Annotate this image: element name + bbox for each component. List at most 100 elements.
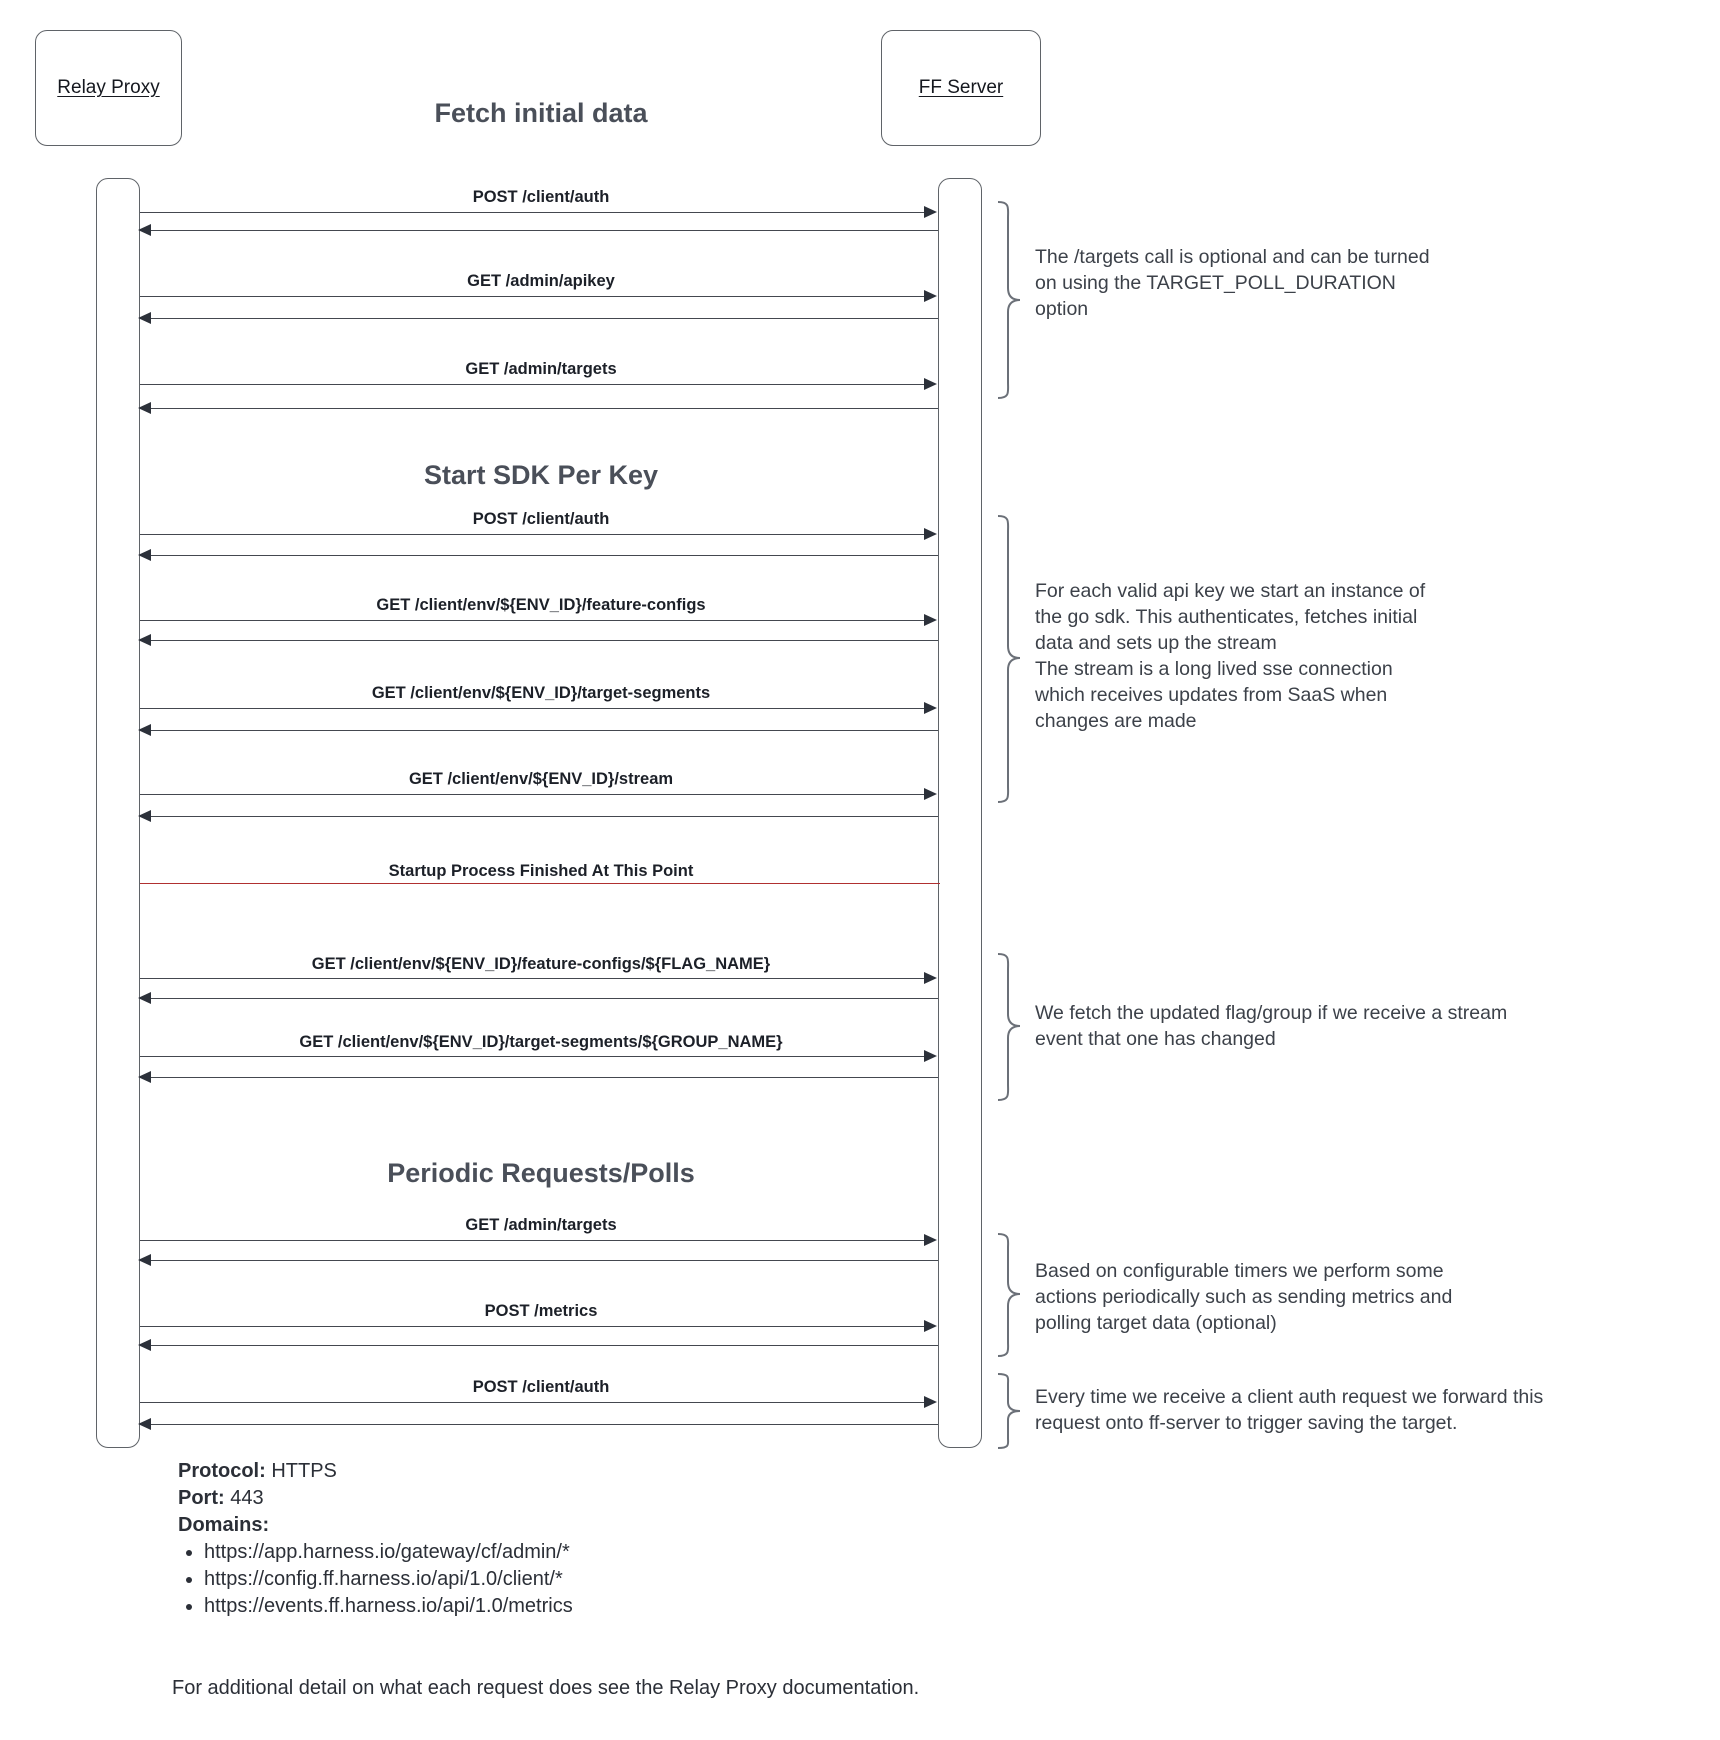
message-label-post-client-auth-2: POST /client/auth	[466, 510, 616, 529]
message-arrowhead-request-1	[924, 206, 937, 218]
footer-port-key: Port:	[178, 1487, 225, 1509]
message-arrow-request-4	[140, 534, 926, 535]
annotation-text-stream-update: We fetch the updated flag/group if we re…	[1035, 1000, 1595, 1052]
message-label-get-admin-targets-2: GET /admin/targets	[459, 1216, 623, 1235]
message-label-post-metrics: POST /metrics	[478, 1302, 604, 1321]
message-label-get-stream: GET /client/env/${ENV_ID}/stream	[402, 770, 680, 789]
message-arrowhead-request-4	[924, 528, 937, 540]
message-arrow-request-3	[140, 384, 926, 385]
annotation-line: changes are made	[1035, 710, 1197, 732]
annotation-line: data and sets up the stream	[1035, 632, 1277, 654]
participant-relay-proxy: Relay Proxy	[35, 30, 182, 146]
footer-protocol-key: Protocol:	[178, 1460, 266, 1482]
message-arrowhead-request-3	[924, 378, 937, 390]
footer-port-row: Port: 443	[178, 1485, 878, 1512]
lifeline-relay-proxy	[96, 178, 140, 1448]
message-arrow-request-2	[140, 296, 926, 297]
footer-domains-row: Domains:	[178, 1512, 878, 1539]
message-arrow-request-7	[140, 794, 926, 795]
annotation-line: polling target data (optional)	[1035, 1312, 1277, 1334]
message-label-get-feature-configs: GET /client/env/${ENV_ID}/feature-config…	[370, 596, 712, 615]
footer-port-value: 443	[230, 1487, 264, 1509]
message-arrow-request-10	[140, 1240, 926, 1241]
section-title-fetch-initial-data: Fetch initial data	[434, 98, 648, 128]
annotation-line: option	[1035, 298, 1089, 320]
message-arrow-request-12	[140, 1402, 926, 1403]
divider-label-startup-finished: Startup Process Finished At This Point	[382, 862, 700, 881]
message-arrow-response-6	[140, 730, 938, 731]
message-arrowhead-response-1	[138, 224, 151, 236]
annotation-brace-configurable-timers	[996, 1232, 1022, 1358]
footer-domain-item: https://events.ff.harness.io/api/1.0/met…	[204, 1593, 878, 1620]
footer-note: For additional detail on what each reque…	[172, 1677, 920, 1699]
message-arrow-request-1	[140, 212, 926, 213]
message-arrow-request-11	[140, 1326, 926, 1327]
annotation-text-targets-optional: The /targets call is optional and can be…	[1035, 244, 1505, 322]
message-arrow-request-5	[140, 620, 926, 621]
message-arrowhead-response-11	[138, 1339, 151, 1351]
annotation-line: request onto ff-server to trigger saving…	[1035, 1412, 1458, 1434]
message-arrow-response-3	[140, 408, 938, 409]
divider-line-startup-finished	[140, 883, 940, 884]
message-arrowhead-response-12	[138, 1418, 151, 1430]
participant-ff-server-label: FF Server	[918, 77, 1004, 98]
message-arrow-response-9	[140, 1077, 938, 1078]
annotation-brace-targets-optional	[996, 200, 1022, 400]
message-label-post-client-auth-1: POST /client/auth	[466, 188, 616, 207]
message-arrow-request-8	[140, 978, 926, 979]
message-label-get-target-segment-by-group: GET /client/env/${ENV_ID}/target-segment…	[293, 1033, 789, 1052]
message-arrowhead-request-2	[924, 290, 937, 302]
message-arrow-request-6	[140, 708, 926, 709]
message-arrowhead-response-7	[138, 810, 151, 822]
footer-domain-list: https://app.harness.io/gateway/cf/admin/…	[178, 1539, 878, 1620]
message-arrowhead-request-5	[924, 614, 937, 626]
message-arrow-response-12	[140, 1424, 938, 1425]
footer-domain-item: https://app.harness.io/gateway/cf/admin/…	[204, 1539, 878, 1566]
footer-protocol-value: HTTPS	[271, 1460, 337, 1482]
message-arrowhead-response-9	[138, 1071, 151, 1083]
message-label-get-feature-config-by-flag: GET /client/env/${ENV_ID}/feature-config…	[305, 955, 777, 974]
message-label-get-target-segments: GET /client/env/${ENV_ID}/target-segment…	[365, 684, 717, 703]
message-arrow-response-10	[140, 1260, 938, 1261]
annotation-line: which receives updates from SaaS when	[1035, 684, 1388, 706]
message-arrow-response-7	[140, 816, 938, 817]
annotation-line: Based on configurable timers we perform …	[1035, 1260, 1444, 1282]
message-label-get-admin-apikey: GET /admin/apikey	[461, 272, 621, 291]
annotation-line: the go sdk. This authenticates, fetches …	[1035, 606, 1418, 628]
annotation-line: on using the TARGET_POLL_DURATION	[1035, 272, 1396, 294]
message-arrowhead-response-3	[138, 402, 151, 414]
message-label-post-client-auth-3: POST /client/auth	[466, 1378, 616, 1397]
annotation-brace-client-auth-forward	[996, 1372, 1022, 1450]
message-arrowhead-request-6	[924, 702, 937, 714]
footer-domains-key: Domains:	[178, 1514, 270, 1536]
message-arrow-request-9	[140, 1056, 926, 1057]
message-arrowhead-response-10	[138, 1254, 151, 1266]
annotation-line: The stream is a long lived sse connectio…	[1035, 658, 1393, 680]
section-title-start-sdk-per-key: Start SDK Per Key	[423, 460, 659, 490]
message-arrow-response-1	[140, 230, 938, 231]
section-title-periodic-requests: Periodic Requests/Polls	[387, 1158, 695, 1188]
message-arrowhead-response-2	[138, 312, 151, 324]
message-arrowhead-response-8	[138, 992, 151, 1004]
message-arrow-response-4	[140, 555, 938, 556]
message-arrowhead-request-8	[924, 972, 937, 984]
annotation-brace-sdk-instance	[996, 514, 1022, 804]
participant-ff-server: FF Server	[881, 30, 1041, 146]
annotation-text-sdk-instance: For each valid api key we start an insta…	[1035, 578, 1505, 734]
message-arrow-response-2	[140, 318, 938, 319]
annotation-text-configurable-timers: Based on configurable timers we perform …	[1035, 1258, 1535, 1336]
message-arrowhead-request-12	[924, 1396, 937, 1408]
footer-connection-details: Protocol: HTTPS Port: 443 Domains: https…	[178, 1458, 878, 1620]
lifeline-ff-server	[938, 178, 982, 1448]
message-arrowhead-request-9	[924, 1050, 937, 1062]
annotation-line: We fetch the updated flag/group if we re…	[1035, 1002, 1508, 1024]
annotation-line: Every time we receive a client auth requ…	[1035, 1386, 1544, 1408]
message-label-get-admin-targets-1: GET /admin/targets	[459, 360, 623, 379]
annotation-line: The /targets call is optional and can be…	[1035, 246, 1430, 268]
message-arrowhead-response-6	[138, 724, 151, 736]
annotation-line: event that one has changed	[1035, 1028, 1276, 1050]
footer-protocol-row: Protocol: HTTPS	[178, 1458, 878, 1485]
message-arrowhead-response-4	[138, 549, 151, 561]
message-arrow-response-8	[140, 998, 938, 999]
